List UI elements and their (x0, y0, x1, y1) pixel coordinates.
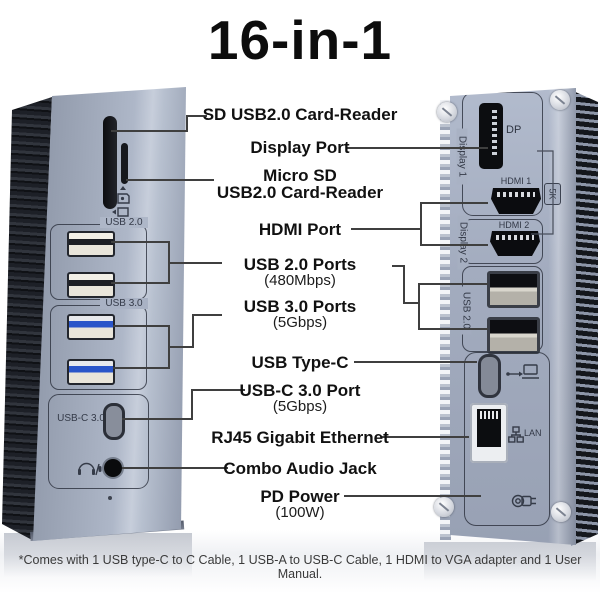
callout-usb-type-c: USB Type-C (251, 353, 349, 372)
combo-audio-jack (104, 459, 122, 477)
right-device-reflection (424, 542, 596, 588)
reset-hole (108, 496, 112, 500)
memory-card-icons (112, 186, 130, 217)
callout-usbc3-speed: (5Gbps) (272, 398, 328, 415)
line-usb2-back (392, 265, 488, 330)
usb-c-3-0-port (103, 403, 125, 440)
usb-a-2-0-port-2 (67, 272, 115, 298)
front-usbc-label: USB-C 3.0 (57, 413, 105, 424)
displayport-port (479, 103, 503, 169)
screw-bottom-right (551, 502, 571, 522)
front-device: USB 2.0 USB 3.0 USB-C 3.0 (33, 87, 186, 541)
callout-pd-power: PD Power (260, 487, 340, 506)
usb-a-2-0-port-1 (67, 231, 115, 257)
callout-micro-sd-line1: Micro SD (263, 166, 337, 185)
line-5k-bracket (531, 150, 554, 235)
hdmi-port-1 (491, 188, 541, 214)
power-plug-icon (511, 494, 536, 508)
microsd-card-slot (121, 143, 128, 184)
line-hdmi (351, 202, 488, 246)
callout-usb3-speed: (5Gbps) (272, 314, 328, 331)
screw-top-left (437, 102, 457, 122)
line-usb3 (113, 314, 222, 369)
footnote: *Comes with 1 USB type-C to C Cable, 1 U… (18, 553, 582, 581)
back-device: DP Display 1 HDMI 1 5K HDMI 2 Display 2 … (450, 88, 576, 545)
usb-a-3-0-port-1 (67, 314, 115, 340)
front-usbc-group-outline (48, 394, 149, 489)
line-usbc3 (122, 389, 245, 420)
front-usb2-label: USB 2.0 (100, 217, 148, 228)
hdmi2-label: HDMI 2 (498, 220, 530, 230)
callout-rj45-ethernet: RJ45 Gigabit Ethernet (211, 428, 389, 447)
hdmi-port-2 (490, 231, 540, 256)
screw-bottom-left (434, 497, 454, 517)
callout-usb2-speed: (480Mbps) (264, 272, 336, 289)
floor-reflection (0, 530, 600, 600)
lan-icon (508, 426, 524, 443)
usb-a-3-0-port-2 (67, 359, 115, 385)
callout-combo-audio-jack: Combo Audio Jack (223, 459, 377, 478)
back-usb-a-port-1 (487, 271, 540, 308)
screw-top-right (550, 90, 570, 110)
headphone-mic-icon (78, 462, 102, 476)
line-usb2-front (111, 241, 222, 284)
rj45-ethernet-port (470, 403, 508, 463)
callout-usb3-ports: USB 3.0 Ports (243, 297, 357, 316)
callout-usbc3-port: USB-C 3.0 Port (239, 381, 361, 400)
right-device-fin-edge (440, 100, 451, 540)
line-sd (111, 115, 207, 132)
callout-pd-wattage: (100W) (275, 504, 325, 521)
usb-c-host-port (478, 354, 501, 398)
callout-sd-card-reader: SD USB2.0 Card-Reader (202, 105, 398, 124)
front-usb3-label: USB 3.0 (100, 298, 148, 309)
lan-label: LAN (524, 428, 542, 438)
page-title: 16-in-1 (207, 9, 393, 71)
sd-card-slot (103, 116, 117, 209)
dp-port-label: DP (506, 124, 522, 136)
usb-laptop-icon (506, 364, 539, 379)
callout-display-port: Display Port (250, 138, 350, 157)
callout-micro-sd-line2: USB2.0 Card-Reader (216, 183, 384, 202)
callout-hdmi-port: HDMI Port (258, 220, 342, 239)
front-usb3-group-outline (50, 305, 147, 390)
callout-usb2-ports: USB 2.0 Ports (243, 255, 357, 274)
front-usb2-group-outline (50, 224, 147, 300)
hdmi1-label: HDMI 1 (500, 176, 532, 186)
bottom-group-outline (464, 352, 550, 526)
left-device-reflection (4, 533, 192, 585)
